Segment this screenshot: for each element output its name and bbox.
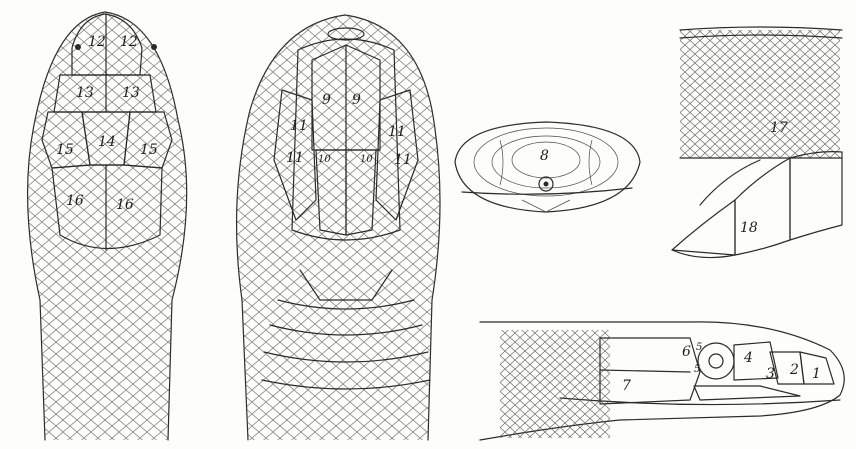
label-17: 17: [770, 120, 788, 136]
label-16-right: 16: [116, 197, 134, 213]
eye-dot-right: [151, 44, 157, 50]
label-11-upper-left: 11: [290, 118, 308, 134]
body-scales-view: 17 18: [672, 27, 842, 258]
label-11-lower-left: 11: [286, 150, 304, 166]
label-14: 14: [98, 134, 116, 150]
label-7: 7: [622, 378, 631, 394]
label-6: 6: [682, 344, 691, 360]
label-4: 4: [743, 350, 753, 366]
label-9-left: 9: [322, 92, 331, 108]
label-18: 18: [740, 220, 758, 236]
label-15-left: 15: [56, 142, 74, 158]
front-head-view: 8: [455, 122, 640, 212]
label-9-right: 9: [352, 92, 361, 108]
label-10-right: 10: [360, 154, 373, 165]
label-3: 3: [766, 366, 775, 382]
label-5-lower: 5: [694, 364, 700, 375]
label-1: 1: [812, 366, 821, 382]
label-8: 8: [540, 148, 549, 164]
label-10-left: 10: [318, 154, 331, 165]
label-5-upper: 5: [696, 342, 702, 353]
label-16-left: 16: [66, 193, 84, 209]
label-11-upper-right: 11: [388, 124, 406, 140]
label-15-right: 15: [140, 142, 158, 158]
lateral-head-view: 6 5 5 7 4 3 2 1: [480, 322, 844, 440]
label-2: 2: [789, 362, 799, 378]
label-12-left: 12: [88, 34, 106, 50]
label-13-left: 13: [76, 85, 94, 101]
label-12-right: 12: [120, 34, 138, 50]
label-13-right: 13: [122, 85, 140, 101]
label-11-lower-right: 11: [394, 152, 412, 168]
eye-dot-left: [75, 44, 81, 50]
